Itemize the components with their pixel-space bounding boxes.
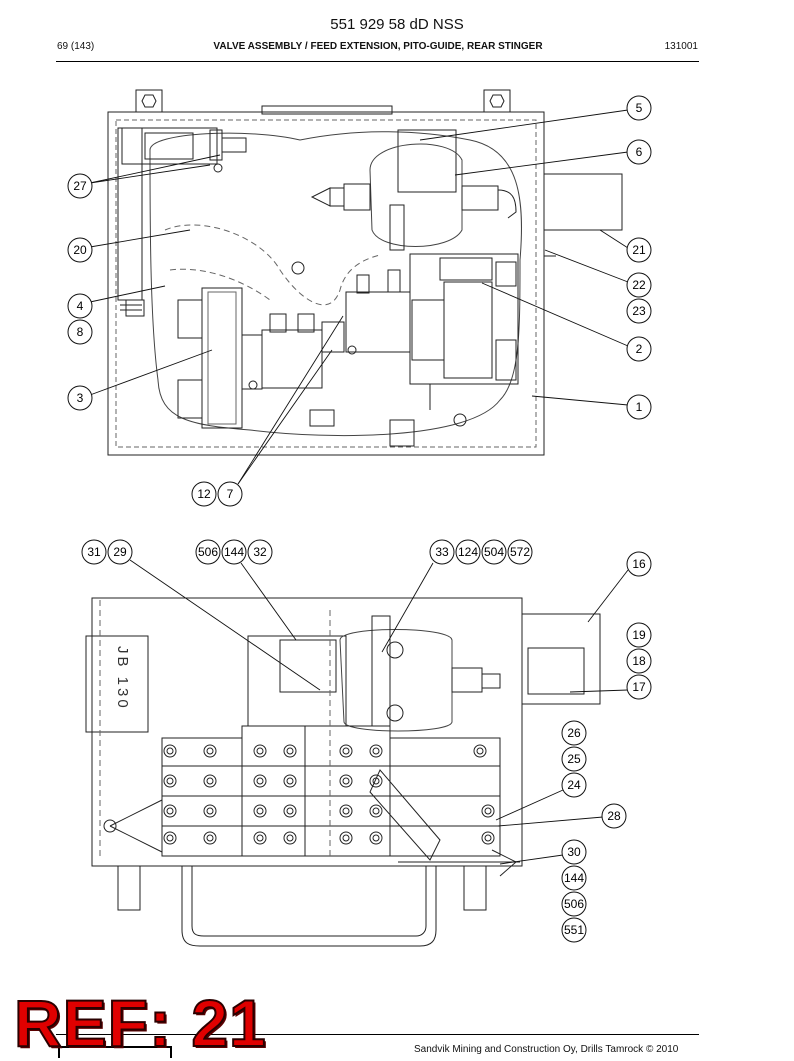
svg-text:7: 7 bbox=[227, 487, 234, 501]
svg-text:31: 31 bbox=[87, 545, 101, 559]
callout-6: 6 bbox=[626, 139, 652, 165]
svg-text:20: 20 bbox=[73, 243, 87, 257]
callout-29: 29 bbox=[107, 539, 133, 565]
callout-7: 7 bbox=[217, 481, 243, 507]
svg-text:19: 19 bbox=[632, 628, 646, 642]
callout-20: 20 bbox=[67, 237, 93, 263]
callout-506b: 506 bbox=[561, 891, 587, 917]
document-number: 551 929 58 dD NSS bbox=[330, 16, 464, 33]
upper-view-drawing bbox=[107, 89, 623, 456]
callout-144: 144 bbox=[221, 539, 247, 565]
callout-26: 26 bbox=[561, 720, 587, 746]
svg-text:30: 30 bbox=[567, 845, 581, 859]
header-rule bbox=[56, 61, 699, 62]
svg-text:33: 33 bbox=[435, 545, 449, 559]
svg-text:8: 8 bbox=[77, 325, 84, 339]
callout-19: 19 bbox=[626, 622, 652, 648]
svg-text:29: 29 bbox=[113, 545, 127, 559]
company-logo bbox=[58, 1046, 172, 1058]
svg-text:506: 506 bbox=[564, 897, 584, 911]
callout-551: 551 bbox=[561, 917, 587, 943]
callout-12: 12 bbox=[191, 481, 217, 507]
callout-22: 22 bbox=[626, 272, 652, 298]
callout-506: 506 bbox=[195, 539, 221, 565]
svg-text:27: 27 bbox=[73, 179, 87, 193]
svg-text:5: 5 bbox=[636, 101, 643, 115]
svg-text:551: 551 bbox=[564, 923, 584, 937]
svg-text:23: 23 bbox=[632, 304, 646, 318]
svg-text:572: 572 bbox=[510, 545, 530, 559]
ref-overlay: REF: 21 bbox=[13, 985, 267, 1061]
callout-24: 24 bbox=[561, 772, 587, 798]
callout-144b: 144 bbox=[561, 865, 587, 891]
callout-572: 572 bbox=[507, 539, 533, 565]
svg-text:24: 24 bbox=[567, 778, 581, 792]
valve-bolts bbox=[163, 744, 495, 845]
callout-8: 8 bbox=[67, 319, 93, 345]
callout-504: 504 bbox=[481, 539, 507, 565]
svg-text:124: 124 bbox=[458, 545, 478, 559]
svg-text:144: 144 bbox=[224, 545, 244, 559]
svg-text:12: 12 bbox=[197, 487, 211, 501]
footer-rule bbox=[56, 1034, 699, 1035]
svg-text:17: 17 bbox=[632, 680, 646, 694]
svg-text:18: 18 bbox=[632, 654, 646, 668]
svg-text:22: 22 bbox=[632, 278, 646, 292]
svg-text:506: 506 bbox=[198, 545, 218, 559]
callout-33: 33 bbox=[429, 539, 455, 565]
svg-text:28: 28 bbox=[607, 809, 621, 823]
callout-16: 16 bbox=[626, 551, 652, 577]
svg-text:2: 2 bbox=[636, 342, 643, 356]
page-number: 69 (143) bbox=[57, 41, 95, 52]
callout-32: 32 bbox=[247, 539, 273, 565]
footer-copyright: Sandvik Mining and Construction Oy, Dril… bbox=[414, 1044, 679, 1055]
svg-text:16: 16 bbox=[632, 557, 646, 571]
callout-31: 31 bbox=[81, 539, 107, 565]
callout-2: 2 bbox=[626, 336, 652, 362]
svg-text:26: 26 bbox=[567, 726, 581, 740]
callout-25: 25 bbox=[561, 746, 587, 772]
lower-view-drawing bbox=[85, 597, 601, 947]
leader-lines bbox=[89, 109, 629, 865]
callout-5: 5 bbox=[626, 95, 652, 121]
junction-box-label: JB 130 bbox=[114, 646, 131, 711]
callout-4: 4 bbox=[67, 293, 93, 319]
svg-text:6: 6 bbox=[636, 145, 643, 159]
svg-text:21: 21 bbox=[632, 243, 646, 257]
lower-callouts: 31 29 506 144 32 33 124 504 572 16 19 18… bbox=[81, 539, 652, 943]
svg-text:1: 1 bbox=[636, 400, 643, 414]
callout-17: 17 bbox=[626, 674, 652, 700]
callout-3: 3 bbox=[67, 385, 93, 411]
svg-text:4: 4 bbox=[77, 299, 84, 313]
callout-30: 30 bbox=[561, 839, 587, 865]
callout-18: 18 bbox=[626, 648, 652, 674]
callout-23: 23 bbox=[626, 298, 652, 324]
callout-21: 21 bbox=[626, 237, 652, 263]
svg-text:32: 32 bbox=[253, 545, 267, 559]
page-title: VALVE ASSEMBLY / FEED EXTENSION, PITO-GU… bbox=[213, 41, 543, 52]
svg-text:144: 144 bbox=[564, 871, 584, 885]
callout-28: 28 bbox=[601, 803, 627, 829]
drawing-code: 131001 bbox=[664, 41, 698, 52]
svg-text:3: 3 bbox=[77, 391, 84, 405]
upper-callouts: 5 6 27 20 21 22 23 4 8 2 3 1 12 7 bbox=[67, 95, 652, 507]
callout-124: 124 bbox=[455, 539, 481, 565]
svg-text:504: 504 bbox=[484, 545, 504, 559]
svg-text:25: 25 bbox=[567, 752, 581, 766]
callout-27: 27 bbox=[67, 173, 93, 199]
callout-1: 1 bbox=[626, 394, 652, 420]
